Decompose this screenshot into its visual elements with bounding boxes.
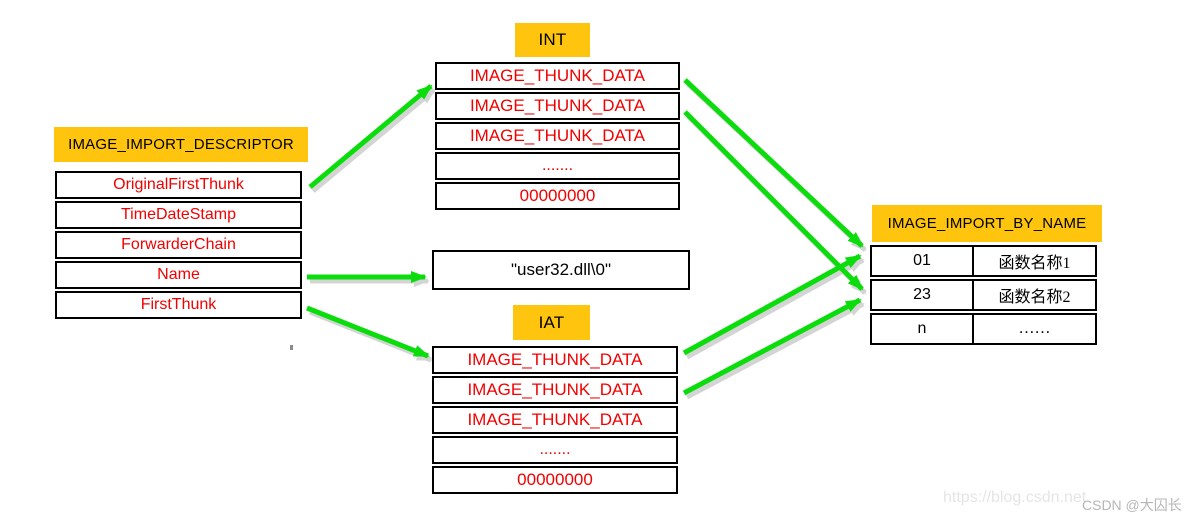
- arrow-iat1-to-ordinal01: [682, 253, 862, 356]
- descriptor-table: OriginalFirstThunk TimeDateStamp Forward…: [55, 171, 302, 319]
- import-by-name-row-2: 23 函数名称2: [870, 279, 1097, 311]
- import-by-name-row-3: n ……: [870, 313, 1097, 345]
- import-by-name-table: 01 函数名称1 23 函数名称2 n ……: [870, 245, 1097, 345]
- int-header: INT: [515, 23, 590, 57]
- import-by-name-row-1: 01 函数名称1: [870, 245, 1097, 277]
- function-name-cell: 函数名称2: [998, 289, 1071, 306]
- import-by-name-header: IMAGE_IMPORT_BY_NAME: [872, 205, 1102, 242]
- arrow-firstthunk-to-iat: [306, 305, 430, 359]
- iat-row-ellipsis: .......: [432, 436, 678, 464]
- descriptor-row-firstthunk: FirstThunk: [55, 291, 302, 319]
- iat-header: IAT: [513, 305, 590, 340]
- watermark-url: https://blog.csdn.net: [943, 489, 1087, 506]
- int-row-thunk-2: IMAGE_THUNK_DATA: [435, 92, 680, 120]
- descriptor-row-name: Name: [55, 261, 302, 289]
- iat-row-terminator: 00000000: [432, 466, 678, 494]
- descriptor-row-originalfirstthunk: OriginalFirstThunk: [55, 171, 302, 199]
- function-name-cell: 函数名称1: [998, 255, 1071, 272]
- int-row-ellipsis: .......: [435, 152, 680, 180]
- arrow-iat2-to-ordinal23: [682, 297, 862, 396]
- iat-row-thunk-1: IMAGE_THUNK_DATA: [432, 346, 678, 374]
- watermark-author: CSDN @大囚长: [1082, 497, 1182, 513]
- iat-row-thunk-3: IMAGE_THUNK_DATA: [432, 406, 678, 434]
- descriptor-header: IMAGE_IMPORT_DESCRIPTOR: [54, 127, 308, 162]
- int-row-thunk-3: IMAGE_THUNK_DATA: [435, 122, 680, 150]
- arrow-originalfirstthunk-to-int: [308, 84, 433, 189]
- int-row-thunk-1: IMAGE_THUNK_DATA: [435, 62, 680, 90]
- function-name-cell: ……: [1018, 320, 1051, 337]
- arrow-int2-to-ordinal23: [683, 110, 864, 291]
- descriptor-row-timedatestamp: TimeDateStamp: [55, 201, 302, 229]
- int-table: IMAGE_THUNK_DATA IMAGE_THUNK_DATA IMAGE_…: [435, 62, 680, 210]
- ordinal-cell: 23: [872, 281, 974, 309]
- descriptor-row-forwarderchain: ForwarderChain: [55, 231, 302, 259]
- arrow-int1-to-ordinal01: [683, 78, 864, 248]
- int-row-terminator: 00000000: [435, 182, 680, 210]
- dll-name-box: "user32.dll\0": [432, 250, 690, 290]
- artifact-dot: [290, 345, 293, 350]
- ordinal-cell: 01: [872, 247, 974, 275]
- iat-table: IMAGE_THUNK_DATA IMAGE_THUNK_DATA IMAGE_…: [432, 346, 678, 494]
- iat-row-thunk-2: IMAGE_THUNK_DATA: [432, 376, 678, 404]
- ordinal-cell: n: [872, 315, 974, 343]
